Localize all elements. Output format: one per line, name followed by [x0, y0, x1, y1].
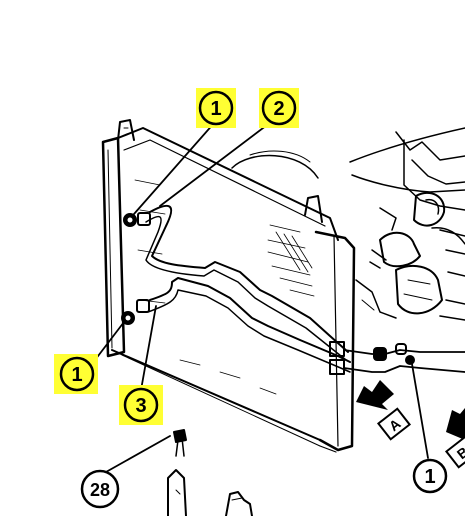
view-label-b: B: [454, 443, 465, 462]
mounting-brackets: [167, 429, 253, 516]
callout-label: 28: [90, 480, 110, 500]
leader-lines: [94, 121, 429, 473]
engine: [349, 127, 465, 321]
callout-label: 1: [210, 98, 221, 120]
view-arrow-a: A: [356, 380, 412, 441]
callout-3-bottom: 3: [119, 385, 163, 425]
callout-label: 1: [424, 466, 435, 488]
view-arrow-b: B: [444, 408, 465, 469]
radiator: [101, 119, 356, 453]
callout-label: 2: [273, 98, 284, 120]
callout-1-right: 1: [412, 458, 448, 494]
callout-1-top: 1: [196, 88, 236, 128]
callout-2-top: 2: [259, 88, 299, 128]
callout-label: 1: [71, 364, 82, 386]
callout-28: 28: [80, 469, 120, 509]
callout-1-left: 1: [54, 354, 98, 394]
oil-cooler-lines: [121, 204, 465, 375]
callout-label: 3: [135, 395, 146, 417]
